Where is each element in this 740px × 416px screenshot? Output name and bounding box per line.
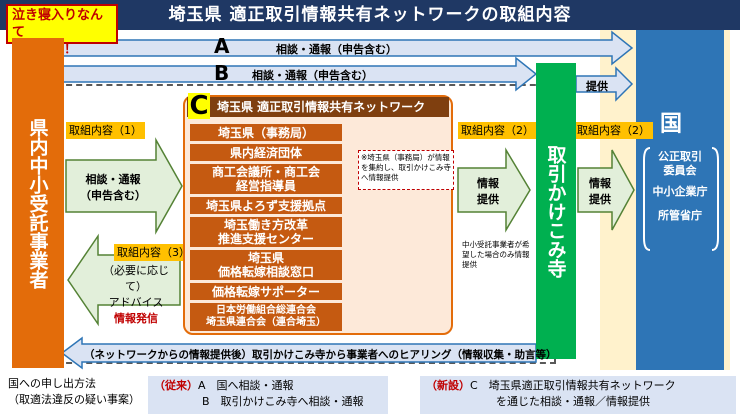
arrow-2a-text: 情報 提供 bbox=[468, 176, 508, 208]
arrow-3-text: （必要に応じて） アドバイス 情報発信 bbox=[96, 263, 176, 327]
legend-traditional-line-2: B 取引かけこみ寺へ相談・通報 bbox=[202, 395, 364, 408]
badge-tori-2b: 取組内容（2） bbox=[574, 122, 653, 139]
member-yorozu: 埼玉県よろず支援拠点 bbox=[190, 197, 342, 214]
legend-traditional-label: （従来） bbox=[154, 379, 198, 392]
page-title: 埼玉県 適正取引情報共有ネットワークの取組内容 bbox=[0, 0, 740, 30]
arrow-1-text: 相談・通報 （申告含む） bbox=[70, 172, 156, 204]
network-title: 埼玉県 適正取引情報共有ネットワーク bbox=[187, 97, 449, 117]
arrow-2b-line-1: 情報 bbox=[589, 177, 611, 190]
kuni-heading: 国 bbox=[660, 112, 683, 137]
provide-top-text: 提供 bbox=[586, 80, 608, 93]
arrow-a bbox=[61, 30, 634, 66]
kuni-item-ministries: 所管省庁 bbox=[658, 209, 702, 222]
left-column-smes: 県内中小受託事業者 bbox=[12, 38, 64, 368]
arrow-1-line-1: 相談・通報 bbox=[85, 173, 141, 186]
legend-new-line-1: C 埼玉県適正取引情報共有ネットワーク bbox=[470, 379, 676, 392]
arrow-1-line-2: （申告含む） bbox=[80, 189, 146, 202]
arrow-1 bbox=[65, 137, 183, 235]
national-column bbox=[636, 30, 724, 370]
arrow-2b-line-2: 提供 bbox=[589, 193, 611, 206]
arrow-b-text: 相談・通報（申告含む） bbox=[252, 69, 373, 82]
arrow-2b-text: 情報 提供 bbox=[582, 176, 618, 208]
kuni-list: 公正取引 委員会 中小企業庁 所管省庁 bbox=[640, 150, 720, 230]
kuni-item-sme-agency: 中小企業庁 bbox=[652, 185, 708, 198]
arrow-2a-line-2: 提供 bbox=[477, 193, 499, 206]
arrow-provide-top bbox=[575, 66, 634, 102]
legend-new: （新設）C 埼玉県適正取引情報共有ネットワーク を通じた相談・通報／情報提供 bbox=[420, 376, 736, 414]
legend-traditional-line-1: A 国へ相談・通報 bbox=[198, 379, 294, 392]
kuni-brace-right bbox=[711, 147, 719, 251]
badge-tori-3: 取組内容（3） bbox=[114, 244, 193, 261]
arrow-b bbox=[61, 56, 538, 92]
member-chamber: 商工会議所・商工会 経営指導員 bbox=[190, 164, 342, 194]
legend-new-line-2: を通じた相談・通報／情報提供 bbox=[496, 395, 650, 408]
legend-traditional: （従来）A 国へ相談・通報 B 取引かけこみ寺へ相談・通報 bbox=[148, 376, 388, 414]
letter-b: B bbox=[214, 61, 230, 85]
letter-c: C bbox=[188, 91, 210, 121]
hearing-text: （ネットワークからの情報提供後）取引かけこみ寺から事業者へのヒアリング（情報収集… bbox=[84, 349, 557, 361]
legend-left-line-2: （取適法違反の疑い事案） bbox=[8, 393, 140, 406]
arrow-3-line-3: 情報発信 bbox=[114, 312, 158, 325]
legend-new-label: （新設） bbox=[426, 379, 470, 392]
member-rengo: 日本労働組合総連合会 埼玉県連合会（連合埼玉） bbox=[190, 303, 342, 331]
kuni-item-jftc: 公正取引 委員会 bbox=[658, 150, 702, 177]
member-price-supporter: 価格転嫁サポーター bbox=[190, 283, 342, 300]
member-workstyle-center: 埼玉働き方改革 推進支援センター bbox=[190, 217, 342, 247]
member-prefecture: 埼玉県（事務局） bbox=[190, 124, 342, 141]
arrow-2a-line-1: 情報 bbox=[477, 177, 499, 190]
badge-tori-2a: 取組内容（2） bbox=[458, 122, 537, 139]
small-note: 中小受託事業者が希望した場合のみ情報提供 bbox=[462, 240, 530, 269]
kakekomi-column: 取引かけこみ寺 bbox=[536, 63, 576, 359]
member-economic-groups: 県内経済団体 bbox=[190, 144, 342, 161]
arrow-3-line-2: アドバイス bbox=[108, 296, 164, 309]
badge-tori-1: 取組内容（1） bbox=[66, 122, 145, 139]
arrow-3-line-1: （必要に応じて） bbox=[103, 264, 169, 293]
kuni-brace-left bbox=[643, 147, 651, 251]
member-price-consult: 埼玉県 価格転嫁相談窓口 bbox=[190, 250, 342, 280]
legend-left-line-1: 国への申し出方法 bbox=[8, 377, 96, 390]
arrow-hearing bbox=[60, 336, 537, 370]
arrow-a-text: 相談・通報（申告含む） bbox=[276, 43, 397, 56]
slogan-line-1: 泣き寝入りなんて bbox=[12, 8, 104, 40]
arrow-2b bbox=[577, 149, 635, 231]
letter-a: A bbox=[214, 34, 230, 58]
legend-left: 国への申し出方法 （取適法違反の疑い事案） bbox=[8, 376, 140, 408]
aggregation-note: ※埼玉県（事務局）が情報を集約し、取引かけこみ寺へ情報提供 bbox=[358, 150, 454, 190]
arrow-2a bbox=[457, 147, 531, 233]
